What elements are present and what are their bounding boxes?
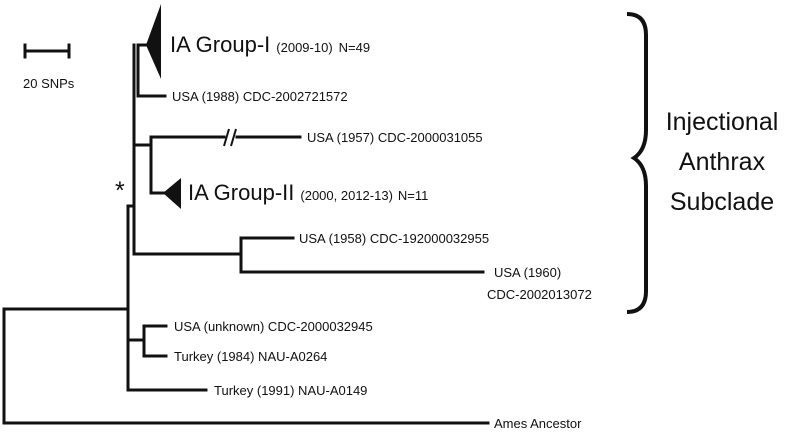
subclade-label-line1: Injectional [666,108,779,136]
branch-break-mark-2 [230,128,237,147]
scale-bar-label: 20 SNPs [23,76,75,91]
ia-group-2-collapsed-clade [163,178,181,209]
taxon-usa-1960-line1: USA (1960) [494,265,561,280]
taxon-ia-group-1: IA Group-I(2009-10)N=49 [170,32,370,57]
taxon-ia-group-2: IA Group-II(2000, 2012-13)N=11 [188,180,428,205]
taxon-turkey-1984: Turkey (1984) NAU-A0264 [174,349,327,364]
taxon-usa-1960-line2: CDC-2002013072 [487,287,592,302]
taxon-ames-ancestor: Ames Ancestor [494,416,582,431]
subclade-label-line2: Anthrax [679,148,766,176]
taxon-turkey-1991: Turkey (1991) NAU-A0149 [214,383,367,398]
taxon-usa-unknown: USA (unknown) CDC-2000032945 [174,319,373,334]
subclade-brace [626,12,648,314]
taxon-usa-1957: USA (1957) CDC-2000031055 [307,130,483,145]
ia-group-1-collapsed-clade [146,4,161,79]
taxon-usa-1958: USA (1958) CDC-192000032955 [299,231,489,246]
subclade-label-line3: Subclade [670,188,774,216]
support-asterisk: * [115,177,125,205]
branch-break-mark [223,128,230,147]
taxon-usa-1988: USA (1988) CDC-2002721572 [172,89,348,104]
scale-bar: 20 SNPs [23,43,75,91]
